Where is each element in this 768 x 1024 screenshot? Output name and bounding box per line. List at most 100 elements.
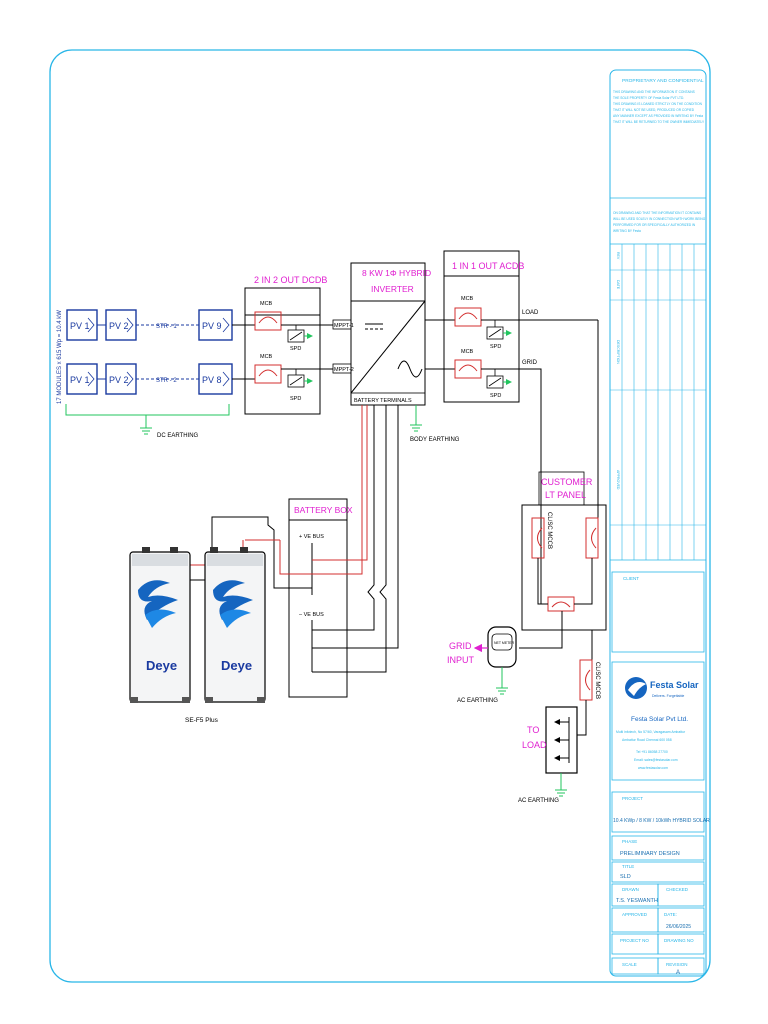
project-no-label: PROJECT NO — [620, 938, 649, 943]
module-count-note: 17 MODULES x 615 Wp = 10.4 kW — [57, 310, 63, 404]
mccb — [547, 596, 575, 612]
scale-label: SCALE — [622, 962, 637, 967]
dp-mccb: CL/SC MCCB — [577, 659, 600, 736]
address-line: Multi infotech, No 57/60, Varagasam Amba… — [616, 730, 686, 734]
load-label: LOAD — [522, 310, 539, 316]
rev-col: DATE — [616, 280, 620, 290]
rev-col: APPROVED — [616, 470, 620, 490]
address-line: Email: sales@festasolar.com — [634, 758, 678, 762]
notice-line: WRITING BY Festa — [613, 229, 641, 233]
spd-label: SPD — [490, 344, 501, 350]
mcb-label: MCB — [260, 354, 273, 360]
pv-module: PV 2 — [105, 309, 137, 341]
mcb-label: MCB — [461, 296, 474, 302]
pv-label: PV 1 — [70, 321, 90, 331]
string-label: STR - 1 — [156, 324, 177, 330]
prop-line: THAT IT WILL BE RETURNED TO THE OWNER IM… — [613, 120, 705, 124]
drawing-no-label: DRAWING NO — [664, 938, 694, 943]
clsc-mccb-label: CL/SC MCCB — [546, 512, 552, 549]
battery-box-title: BATTERY BOX — [294, 505, 353, 515]
prop-line: THIS DRAWING AND THE INFORMATION IT CONT… — [613, 90, 695, 94]
pv-module: PV 8 — [198, 363, 233, 395]
dc-earthing-label: DC EARTHING — [157, 433, 199, 439]
grid-input-1: GRID — [449, 641, 472, 651]
notice-line: PERFORMED FOR OR SPECIFICALLY AUTHORIZED… — [613, 223, 696, 227]
mppt-port — [332, 363, 352, 374]
rev-col: REV — [616, 252, 620, 260]
mcb — [254, 311, 282, 331]
battery-brand: Deye — [221, 658, 252, 673]
revision-label: REVISION — [666, 962, 688, 967]
battery-model-label: SE-F5 Plus — [185, 717, 219, 724]
mcb-label: MCB — [461, 349, 474, 355]
address-line: Tel +91 86058 27700 — [636, 750, 668, 754]
grid-label: GRID — [522, 360, 538, 366]
load-box: AC EARTHING — [518, 706, 578, 804]
client-label: CLIENT — [623, 576, 639, 581]
pv-array: PV 1 PV 2 PV 9 STR - 1 PV 1 PV 2 — [57, 309, 233, 439]
dcdb-title: 2 IN 2 OUT DCDB — [254, 275, 327, 285]
acdb-title: 1 IN 1 OUT ACDB — [452, 261, 524, 271]
drawn-value: T.S. YESWANTH — [616, 898, 658, 904]
notice-line: ON DRAWING AND THAT THE INFORMATION IT C… — [613, 211, 701, 215]
company-tagline: Delivers. Forgettable — [652, 694, 684, 698]
mcb — [454, 359, 482, 379]
net-meter-label: NET METER — [494, 641, 515, 645]
customer-lt-panel: CUSTOMER LT PANEL CL/SC MCCB — [519, 320, 607, 660]
title-value: SLD — [620, 874, 631, 880]
customer-title-2: LT PANEL — [545, 490, 586, 500]
inverter-title-1: 8 KW 1Φ HYBRID — [362, 268, 431, 278]
spd-label: SPD — [290, 396, 301, 402]
hybrid-inverter: 8 KW 1Φ HYBRID INVERTER BATTERY TERMINAL… — [332, 262, 460, 443]
net-meter: NET METER AC EARTHING — [457, 626, 517, 704]
battery-brand: Deye — [146, 658, 177, 673]
phase-label: PHASE — [622, 839, 637, 844]
mppt-label: MPPT-1 — [334, 323, 354, 329]
prop-line: THAT IT WILL NOT BE USED, PRODUCED OR CO… — [613, 108, 695, 112]
company-logo: Festa Solar — [650, 680, 699, 690]
prop-line: ANY MANNER EXCEPT AS PROVIDED IN WRITING… — [613, 114, 703, 118]
inverter-title-2: INVERTER — [371, 284, 414, 294]
drawing-border — [49, 49, 711, 983]
title-label: TITLE — [622, 864, 634, 869]
mcb — [254, 364, 282, 384]
dcdb-box: 2 IN 2 OUT DCDB MCB SPD MCB SPD — [244, 275, 333, 415]
title-block: PROPRIETARY AND CONFIDENTIAL THIS DRAWIN… — [609, 69, 710, 977]
ac-earthing-label: AC EARTHING — [457, 698, 498, 704]
company-name: Festa Solar Pvt Ltd. — [631, 716, 688, 723]
address-line: Ambattur Road Chennai 600 058 — [622, 738, 672, 742]
mppt-port — [332, 319, 352, 330]
customer-title-1: CUSTOMER — [541, 477, 593, 487]
drawn-label: DRAWN — [622, 887, 639, 892]
date-label: DATE: — [664, 912, 677, 917]
pv-label: PV 9 — [202, 321, 222, 331]
spd-label: SPD — [290, 346, 301, 352]
pv-module: PV 1 — [66, 363, 98, 395]
checked-label: CHECKED — [666, 887, 689, 892]
to-load-1: TO — [527, 725, 539, 735]
pv-label: PV 1 — [70, 375, 90, 385]
to-load-2: LOAD — [522, 740, 547, 750]
phase-value: PRELIMINARY DESIGN — [620, 851, 680, 857]
battery-box: BATTERY BOX + VE BUS – VE BUS — [288, 405, 399, 698]
pv-label: PV 2 — [109, 375, 129, 385]
address-line: www.festasolar.com — [638, 766, 668, 770]
notice-line: WILL BE USED SOLELY IN CONNECTION WITH W… — [613, 217, 706, 221]
spd-label: SPD — [490, 393, 501, 399]
pv-module: PV 9 — [198, 309, 233, 341]
pv-module: PV 2 — [105, 363, 137, 395]
prop-line: THE SOLE PROPERTY OF Festa Solar PVT LTD… — [613, 96, 684, 100]
ve-bus-pos: + VE BUS — [299, 534, 324, 540]
mcb-label: MCB — [260, 301, 273, 307]
project-label: PROJECT — [622, 796, 643, 801]
battery-unit: Deye — [129, 547, 191, 703]
battery-unit: Deye — [204, 547, 266, 703]
mcb — [454, 307, 482, 327]
battery-terminals-label: BATTERY TERMINALS — [354, 398, 412, 404]
proprietary-title: PROPRIETARY AND CONFIDENTIAL — [622, 78, 704, 84]
prop-line: THIS DRAWING IS LOANED STRICTLY ON THE C… — [613, 102, 703, 106]
revision-value: A — [676, 970, 680, 976]
mppt-label: MPPT-2 — [334, 367, 354, 373]
ac-earthing-label-2: AC EARTHING — [518, 798, 559, 804]
